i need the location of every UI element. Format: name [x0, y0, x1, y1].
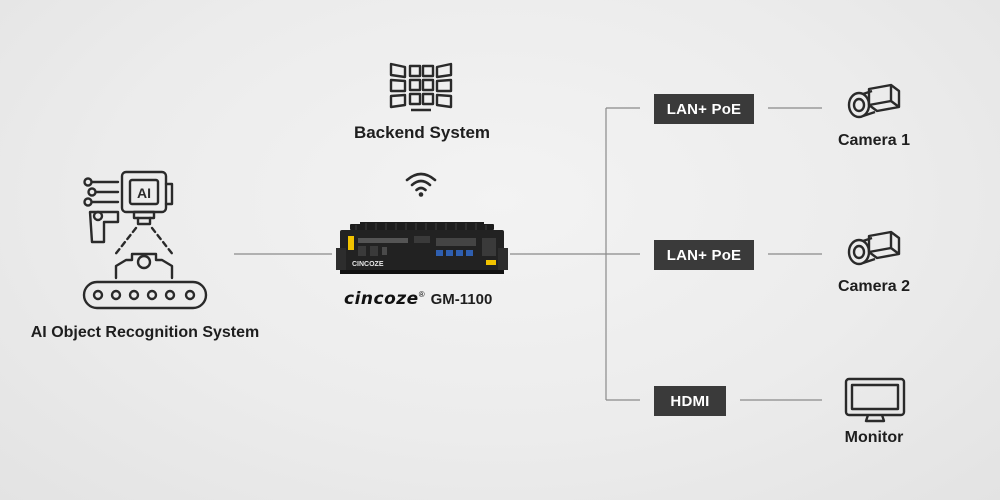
- device-caption: cincoze ® GM-1100: [344, 289, 514, 309]
- embedded-pc-device: CINCOZE: [336, 222, 508, 274]
- model-label: GM-1100: [430, 291, 493, 308]
- connection-tag-hdmi: HDMI: [654, 386, 726, 416]
- backend-system-label: Backend System: [353, 123, 491, 142]
- camera-1-label: Camera 1: [837, 132, 911, 149]
- connection-tag-lan-poe-2: LAN+ PoE: [654, 240, 754, 270]
- wifi-icon: [405, 172, 437, 197]
- ai-badge: AI: [137, 185, 151, 201]
- monitor-label: Monitor: [844, 429, 904, 446]
- brand-logo: cincoze: [344, 289, 419, 309]
- camera-icon: [847, 230, 901, 266]
- registered-mark: ®: [418, 290, 425, 299]
- camera-2-label: Camera 2: [837, 278, 911, 295]
- robot-arm-conveyor-icon: AI: [82, 170, 208, 310]
- monitor-icon: [844, 377, 906, 423]
- ai-object-recognition-label: AI Object Recognition System: [30, 324, 260, 341]
- camera-icon: [847, 83, 901, 119]
- device-brand-text: CINCOZE: [352, 261, 384, 268]
- video-wall-icon: [389, 62, 453, 112]
- connection-tag-lan-poe-1: LAN+ PoE: [654, 94, 754, 124]
